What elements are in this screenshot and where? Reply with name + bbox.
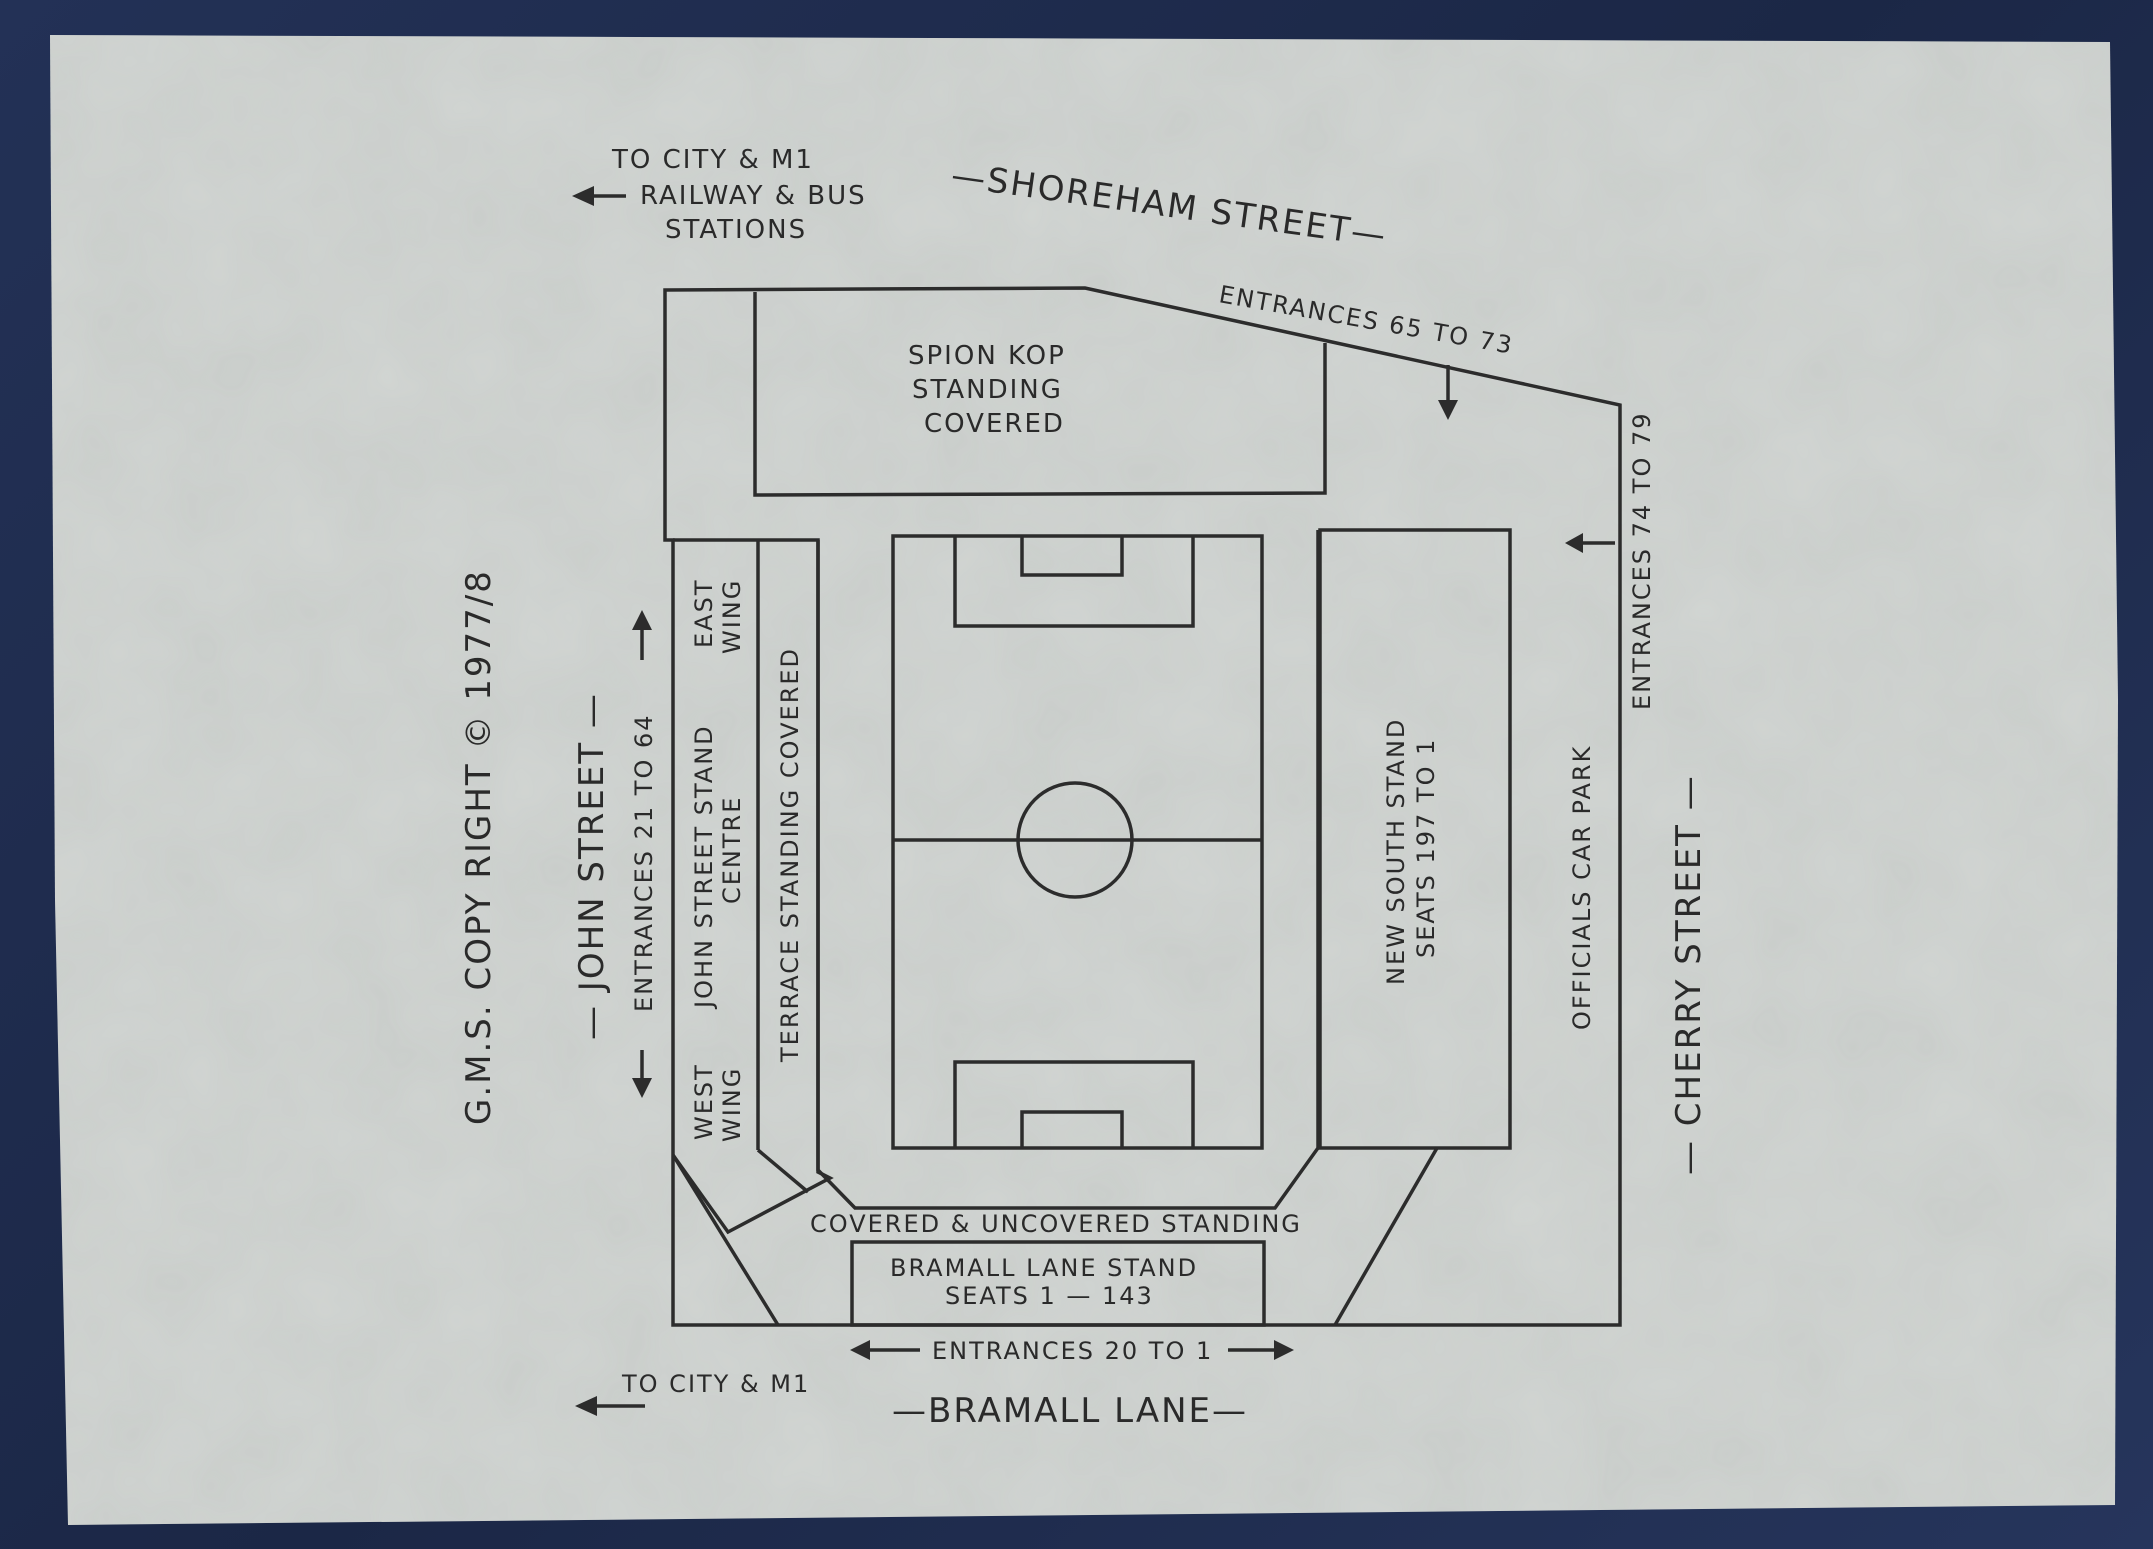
goal-area-north <box>1020 536 1124 577</box>
section-officials-car-park: OFFICIALS CAR PARK <box>1568 745 1596 1030</box>
section-spion-kop-line1: SPION KOP <box>908 341 1066 371</box>
section-west-wing-line2: WING <box>718 1067 746 1142</box>
section-east-wing-line2: WING <box>718 579 746 654</box>
direction-top-left-line3: STATIONS <box>665 215 807 245</box>
section-covered-standing: COVERED & UNCOVERED STANDING <box>810 1210 1302 1238</box>
arrow-up-icon <box>632 610 652 660</box>
arrow-left-icon <box>572 186 626 206</box>
goal-area-south <box>1020 1110 1124 1148</box>
arrow-down-icon <box>632 1050 652 1098</box>
corner-southwest <box>671 1154 780 1326</box>
direction-top-left-line1: TO CITY & M1 <box>611 145 814 175</box>
entrances-south: ENTRANCES 20 TO 1 <box>932 1337 1213 1365</box>
section-new-south-stand-line2: SEATS 197 TO 1 <box>1412 738 1440 958</box>
entrances-west: ENTRANCES 21 TO 64 <box>630 713 658 1012</box>
penalty-area-south <box>953 1060 1195 1148</box>
section-bramall-lane-stand-line1: BRAMALL LANE STAND <box>890 1254 1198 1282</box>
section-john-street-stand-line2: CENTRE <box>718 796 746 904</box>
bramall-lane-stand <box>850 1240 1266 1327</box>
arrow-down-icon <box>1438 365 1458 420</box>
entrances-east: ENTRANCES 74 TO 79 <box>1628 411 1656 710</box>
ticket-paper-texture <box>50 35 2118 1525</box>
terrace-inner-edge <box>816 530 1320 1210</box>
arrow-left-icon <box>575 1396 645 1416</box>
terrace-stand-edge <box>756 1148 810 1194</box>
direction-bottom-left: TO CITY & M1 <box>621 1370 810 1398</box>
street-east: — CHERRY STREET — <box>1669 774 1709 1175</box>
street-west: — JOHN STREET — <box>572 692 612 1040</box>
arrow-right-icon <box>1228 1340 1294 1360</box>
section-spion-kop-line2: STANDING <box>912 375 1063 405</box>
section-new-south-stand-line1: NEW SOUTH STAND <box>1382 718 1410 985</box>
pitch <box>891 534 1264 1150</box>
spion-kop-stand <box>753 292 1327 497</box>
section-east-wing-line1: EAST <box>690 579 718 648</box>
copyright-notice: G.M.S. COPY RIGHT © 1977/8 <box>459 569 499 1125</box>
corner-southeast <box>1333 1147 1439 1326</box>
street-south: —BRAMALL LANE— <box>892 1391 1248 1431</box>
section-west-wing-line1: WEST <box>690 1063 718 1140</box>
section-john-street-stand-line1: JOHN STREET STAND <box>690 724 718 1010</box>
arrow-left-icon <box>1565 533 1615 553</box>
section-terrace: TERRACE STANDING COVERED <box>776 647 804 1063</box>
section-spion-kop-line3: COVERED <box>924 409 1065 439</box>
section-bramall-lane-stand-line2: SEATS 1 — 143 <box>945 1282 1154 1310</box>
penalty-area-north <box>953 536 1195 628</box>
new-south-stand <box>1318 528 1512 1150</box>
arrow-left-icon <box>850 1340 920 1360</box>
direction-top-left-line2: RAILWAY & BUS <box>640 181 867 211</box>
centre-circle <box>1016 781 1134 899</box>
